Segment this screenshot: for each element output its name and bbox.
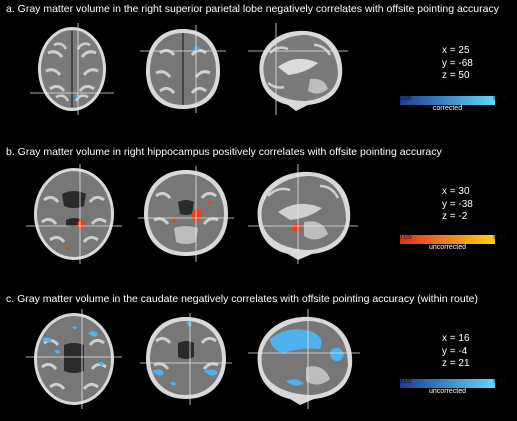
panel-c-axial-blob-1 bbox=[42, 337, 52, 343]
panel-b-colorbar-low: 0.05 bbox=[398, 234, 412, 241]
panel-c-colorbar-gradient bbox=[400, 379, 495, 388]
panel-b-title: b. Gray matter volume in right hippocamp… bbox=[6, 146, 442, 158]
panel-a-sagittal-slice bbox=[248, 23, 348, 115]
panel-a-coronal-slice bbox=[140, 25, 226, 113]
panel-a-y-coordinate: y = -68 bbox=[442, 57, 473, 69]
panel-a-colorbar-gradient bbox=[400, 96, 495, 105]
panel-c-coronal-blob-2 bbox=[152, 369, 164, 376]
panel-b-colorbar-label: uncorrected bbox=[429, 244, 466, 251]
panel-c-colorbar-label: uncorrected bbox=[429, 388, 466, 395]
panel-b: b. Gray matter volume in right hippocamp… bbox=[0, 146, 517, 281]
panel-a-colorbar-label: corrected bbox=[432, 105, 463, 112]
panel-c-axial-blob-3 bbox=[98, 361, 104, 366]
panel-c-axial-slice bbox=[26, 309, 122, 409]
panel-b-coronal-blob-2 bbox=[172, 218, 177, 222]
panel-c-coordinates: x = 16 y = -4 z = 21 bbox=[442, 333, 470, 371]
panel-c-title: c. Gray matter volume in the caudate neg… bbox=[6, 293, 478, 305]
panel-b-coronal-blob-3 bbox=[208, 201, 212, 205]
panel-a-title: a. Gray matter volume in the right super… bbox=[6, 3, 499, 15]
panel-c-y-coordinate: y = -4 bbox=[442, 345, 468, 357]
panel-c-sagittal-blob-2 bbox=[330, 347, 344, 362]
panel-c-x-coordinate: x = 16 bbox=[442, 333, 470, 344]
panel-a-colorbar-high: 0.01 bbox=[493, 95, 507, 102]
panel-c-axial-blob-4 bbox=[54, 349, 60, 354]
panel-c-coronal-blob-4 bbox=[170, 381, 176, 386]
panel-c: c. Gray matter volume in the caudate neg… bbox=[0, 293, 517, 421]
panel-a-axial-slice bbox=[26, 23, 118, 115]
panel-a-coronal-blob bbox=[194, 45, 200, 51]
panel-c-coronal-blob-1 bbox=[186, 321, 192, 327]
panel-b-y-coordinate: y = -38 bbox=[442, 198, 473, 210]
panel-c-axial-blob-5 bbox=[72, 326, 77, 330]
panel-a: a. Gray matter volume in the right super… bbox=[0, 3, 517, 138]
panel-b-z-coordinate: z = -2 bbox=[442, 211, 468, 222]
panel-c-sagittal-blob-1 bbox=[270, 329, 322, 353]
panel-b-coronal-slice bbox=[138, 166, 234, 262]
panel-c-sagittal-slice bbox=[248, 309, 360, 409]
panel-b-axial-slice bbox=[26, 164, 122, 264]
panel-b-coordinates: x = 30 y = -38 z = -2 bbox=[442, 186, 473, 224]
panel-a-x-coordinate: x = 25 bbox=[442, 45, 470, 56]
panel-c-z-coordinate: z = 21 bbox=[442, 358, 470, 369]
panel-c-coronal-slice bbox=[140, 313, 232, 405]
panel-c-coronal-blob-3 bbox=[204, 369, 218, 376]
panel-a-colorbar-low: 0.05 bbox=[398, 95, 412, 102]
panel-b-axial-blob-2 bbox=[66, 247, 70, 251]
panel-c-colorbar-high: 0.01 bbox=[493, 378, 507, 385]
panel-a-coordinates: x = 25 y = -68 z = 50 bbox=[442, 45, 473, 83]
panel-b-colorbar-high: 0.01 bbox=[493, 234, 507, 241]
panel-c-axial-blob-2 bbox=[88, 331, 98, 337]
panel-b-colorbar-gradient bbox=[400, 235, 495, 244]
panel-b-coronal-blob-1 bbox=[191, 209, 202, 222]
panel-c-sagittal-blob-3 bbox=[286, 379, 304, 386]
panel-c-colorbar-low: 0.05 bbox=[398, 378, 412, 385]
panel-b-x-coordinate: x = 30 bbox=[442, 186, 470, 197]
panel-a-z-coordinate: z = 50 bbox=[442, 70, 470, 81]
panel-b-sagittal-slice bbox=[248, 164, 358, 264]
